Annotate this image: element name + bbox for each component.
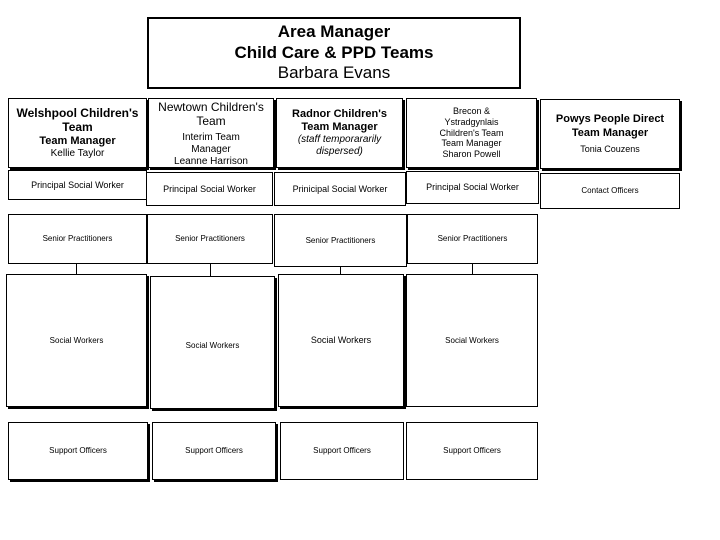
team-person: Sharon Powell — [442, 149, 501, 160]
support-box-newtown: Support Officers — [152, 422, 276, 480]
principal-box-welshpool: Principal Social Worker — [8, 170, 147, 200]
principal-label: Prinicipal Social Worker — [292, 183, 388, 194]
team-name: Brecon & Ystradgynlais Children's Team — [439, 106, 504, 138]
support-label: Support Officers — [49, 446, 107, 456]
senior-box-welshpool: Senior Practitioners — [8, 214, 147, 264]
team-role: Team Manager — [441, 138, 502, 149]
team-box-newtown: Newtown Children's Team Interim Team Man… — [148, 98, 274, 168]
support-box-radnor: Support Officers — [280, 422, 404, 480]
team-box-brecon: Brecon & Ystradgynlais Children's Team T… — [406, 98, 537, 168]
team-role: Interim Team Manager — [182, 131, 240, 155]
contact-officers-label: Contact Officers — [581, 186, 639, 196]
head-title-line1: Area Manager — [277, 22, 391, 42]
team-person: Leanne Harrison — [174, 155, 248, 167]
principal-box-newtown: Principal Social Worker — [146, 172, 273, 206]
principal-label: Principal Social Worker — [31, 179, 124, 190]
social-box-brecon: Social Workers — [406, 274, 538, 407]
connector-line-radnor — [340, 267, 341, 274]
social-label: Social Workers — [445, 335, 499, 345]
social-box-welshpool: Social Workers — [6, 274, 147, 407]
principal-label: Principal Social Worker — [426, 182, 519, 193]
senior-label: Senior Practitioners — [437, 234, 508, 244]
principal-box-brecon: Principal Social Worker — [406, 171, 539, 204]
social-label: Social Workers — [185, 340, 240, 350]
senior-label: Senior Practitioners — [42, 234, 113, 244]
principal-label: Principal Social Worker — [163, 183, 256, 194]
team-note: (staff temporararily dispersed) — [297, 134, 382, 158]
support-box-welshpool: Support Officers — [8, 422, 148, 480]
principal-box-radnor: Prinicipal Social Worker — [274, 172, 406, 206]
team-role: Team Manager — [39, 134, 116, 147]
team-box-radnor: Radnor Children's Team Manager (staff te… — [276, 98, 403, 168]
social-label: Social Workers — [49, 335, 104, 345]
senior-label: Senior Practitioners — [305, 235, 376, 245]
team-name: Radnor Children's Team Manager — [292, 107, 387, 133]
team-name: Welshpool Children's Team — [16, 106, 139, 135]
senior-box-radnor: Senior Practitioners — [274, 214, 407, 267]
support-label: Support Officers — [313, 446, 371, 456]
contact-officers-box: Contact Officers — [540, 173, 680, 209]
team-person: Tonia Couzens — [580, 143, 640, 154]
team-box-welshpool: Welshpool Children's Team Team Manager K… — [8, 98, 147, 168]
team-box-powys-people-direct: Powys People Direct Team Manager Tonia C… — [540, 99, 680, 169]
team-name: Powys People Direct Team Manager — [555, 113, 665, 139]
senior-box-brecon: Senior Practitioners — [407, 214, 538, 264]
head-person: Barbara Evans — [277, 63, 391, 83]
team-name: Newtown Children's Team — [158, 100, 264, 129]
social-box-radnor: Social Workers — [278, 274, 404, 407]
connector-line-newtown — [210, 264, 211, 276]
social-label: Social Workers — [310, 335, 372, 346]
social-box-newtown: Social Workers — [150, 276, 275, 409]
support-label: Support Officers — [185, 446, 243, 456]
connector-line-welshpool — [76, 264, 77, 274]
senior-label: Senior Practitioners — [175, 234, 245, 244]
senior-box-newtown: Senior Practitioners — [147, 214, 273, 264]
support-label: Support Officers — [443, 446, 501, 456]
connector-line-brecon — [472, 264, 473, 274]
support-box-brecon: Support Officers — [406, 422, 538, 480]
head-title-line2: Child Care & PPD Teams — [234, 42, 434, 62]
area-manager-box: Area Manager Child Care & PPD Teams Barb… — [147, 17, 521, 89]
team-person: Kellie Taylor — [50, 147, 105, 159]
